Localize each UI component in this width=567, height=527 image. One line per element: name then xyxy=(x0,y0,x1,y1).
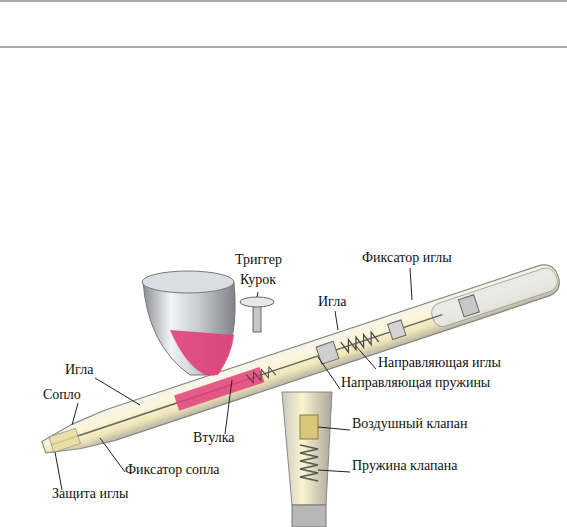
trigger-knob xyxy=(240,297,274,307)
rule-line xyxy=(0,47,567,48)
part-label: Игла xyxy=(318,294,346,310)
paint xyxy=(170,330,234,375)
air-valve xyxy=(300,415,318,439)
part-label: Сопло xyxy=(43,387,81,403)
part-label: Фиксатор иглы xyxy=(362,250,452,266)
part-label: Направляющая иглы xyxy=(378,355,501,371)
part-label: Игла xyxy=(65,362,93,378)
paint-cup xyxy=(143,282,235,375)
part-label: Триггер xyxy=(235,252,282,268)
valve-spring xyxy=(300,445,318,481)
rule-line xyxy=(0,1,567,2)
part-label: Фиксатор сопла xyxy=(125,462,220,478)
part-label: Втулка xyxy=(193,430,234,446)
handle xyxy=(282,392,332,505)
part-label: Направляющая пружины xyxy=(341,375,490,391)
part-label: Курок xyxy=(240,272,276,288)
hose-fitting xyxy=(292,505,326,527)
body xyxy=(39,261,563,462)
part-label: Пружина клапана xyxy=(352,458,457,474)
part-label: Воздушный клапан xyxy=(352,416,467,432)
part-label: Защита иглы xyxy=(52,486,128,502)
cup-rim xyxy=(142,271,234,293)
